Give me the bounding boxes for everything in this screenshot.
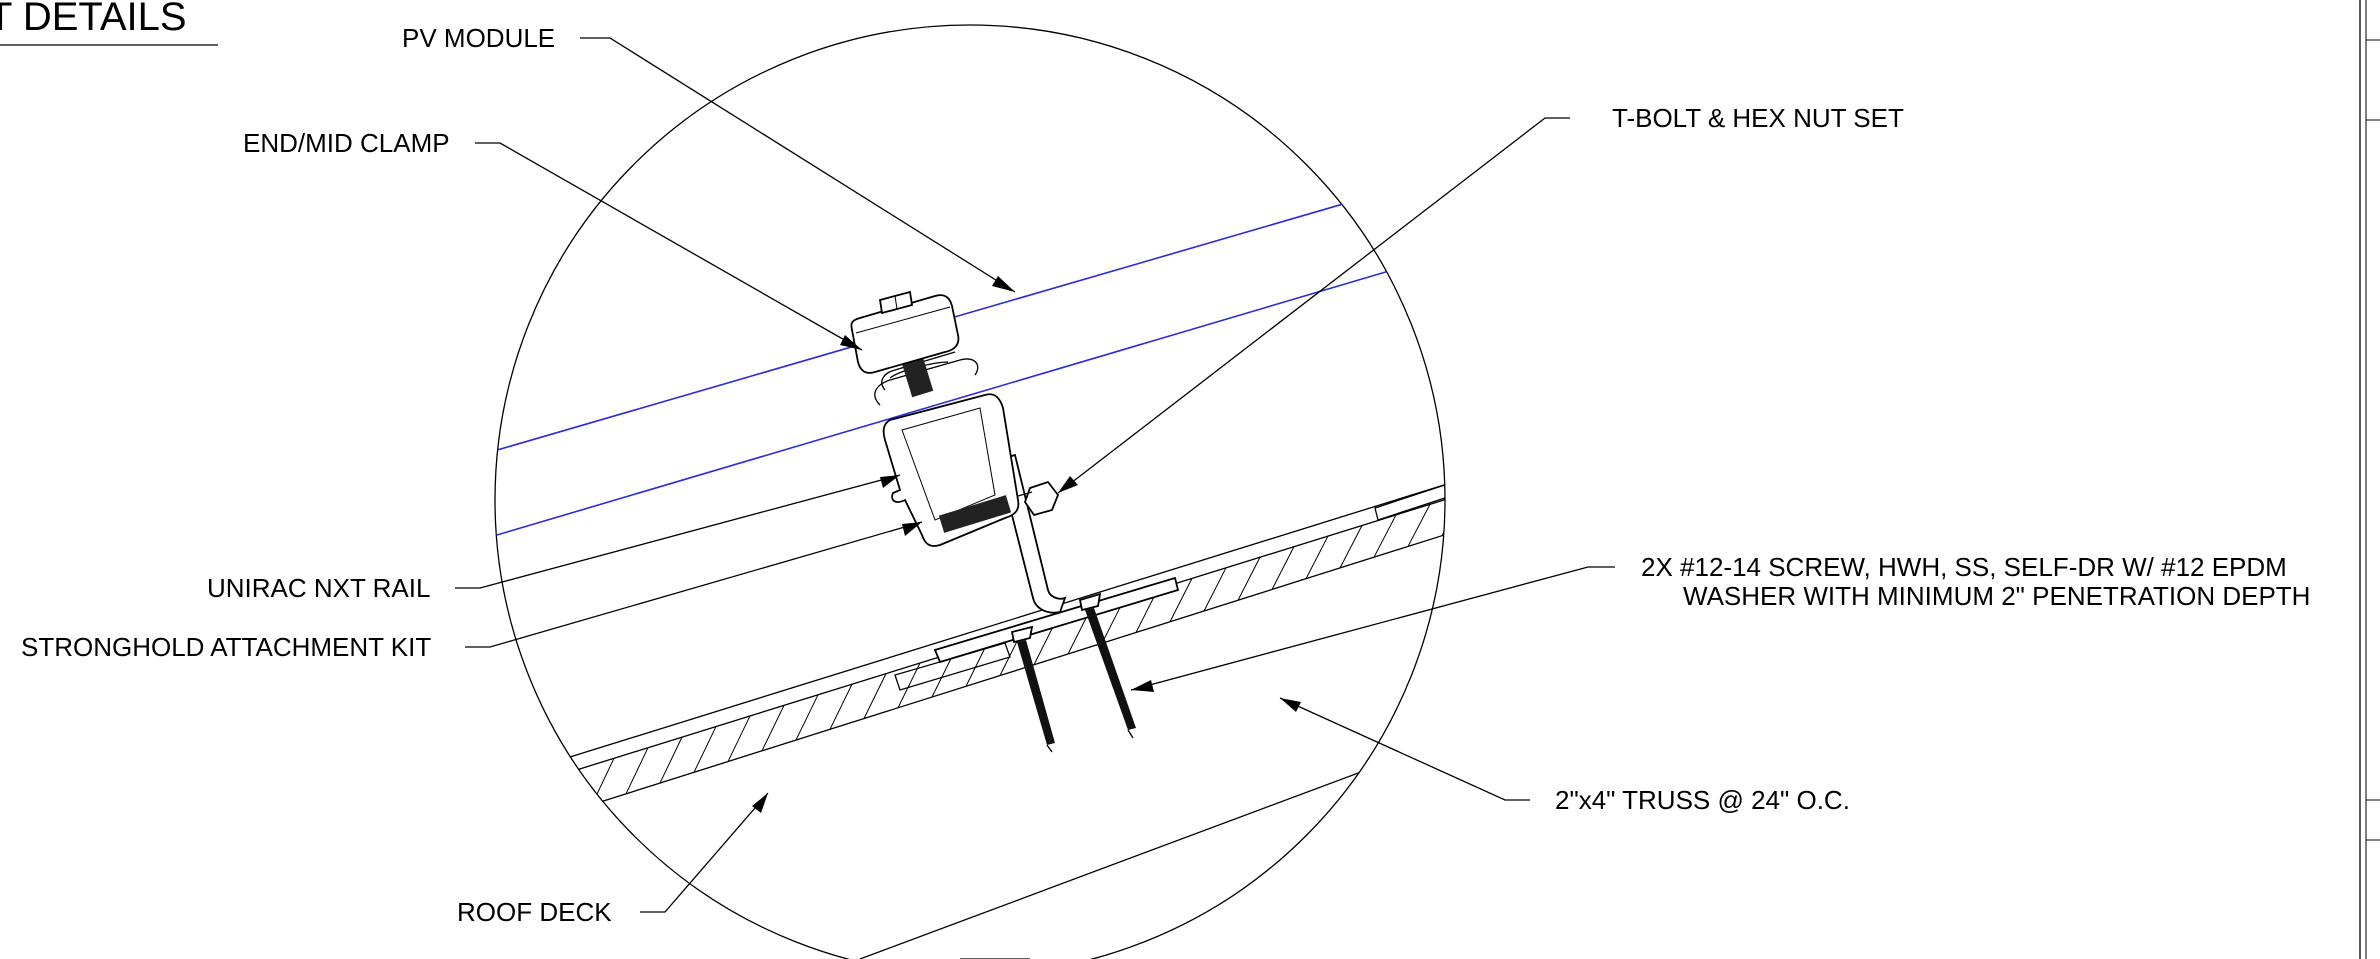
deck-hatch-stroke (591, 758, 615, 805)
pv-module-bottom-edge (495, 249, 1445, 541)
roof-deck (495, 479, 1445, 841)
deck-hatch-stroke (1407, 504, 1431, 547)
label-screw-line2: WASHER WITH MINIMUM 2" PENETRATION DEPTH (1683, 581, 2310, 611)
label-screw-line1: 2X #12-14 SCREW, HWH, SS, SELF-DR W/ #12… (1641, 552, 2287, 582)
label-t-bolt: T-BOLT & HEX NUT SET (1612, 103, 1904, 133)
deck-hatch-stroke (1373, 514, 1397, 558)
deck-hatch-stroke (1169, 578, 1193, 622)
sheet-border (2359, 0, 2380, 959)
deck-hatch-stroke (495, 789, 513, 838)
deck-hatch-stroke (829, 684, 853, 730)
label-roof-deck: ROOF DECK (457, 897, 612, 927)
t-bolt-thread (938, 495, 1012, 533)
detail-title: T DETAILS (0, 0, 187, 39)
deck-hatch-stroke (795, 694, 819, 741)
deck-hatch-stroke (727, 715, 751, 762)
label-pv-module: PV MODULE (402, 23, 555, 53)
pv-module-top-edge (495, 169, 1445, 456)
deck-hatch-stroke (761, 705, 785, 752)
deck-hatch-stroke (863, 673, 887, 719)
deck-hatch-stroke (897, 662, 921, 708)
shingle-edge-right (1374, 479, 1445, 521)
hex-nut (1023, 480, 1060, 517)
end-mid-clamp-cap (850, 294, 960, 374)
deck-hatch-stroke (659, 736, 683, 784)
deck-hatch-stroke (931, 652, 955, 698)
deck-hatch-stroke (1237, 557, 1261, 601)
truss-line (859, 734, 1445, 959)
deck-hatch-stroke (625, 747, 649, 795)
label-truss: 2"x4" TRUSS @ 24" O.C. (1555, 785, 1850, 815)
deck-screws (1010, 592, 1136, 753)
deck-hatch-stroke (1339, 525, 1363, 569)
label-unirac-rail: UNIRAC NXT RAIL (207, 573, 430, 603)
leader-lines (455, 37, 1615, 913)
mounting-assembly (850, 290, 1180, 753)
deck-hatch-stroke (1203, 567, 1227, 612)
deck-hatch-stroke (523, 779, 547, 827)
deck-hatch-stroke (1305, 535, 1329, 579)
detail-content (495, 169, 1445, 959)
deck-hatch-stroke (557, 768, 581, 816)
label-stronghold-kit: STRONGHOLD ATTACHMENT KIT (21, 632, 431, 662)
label-end-mid-clamp: END/MID CLAMP (243, 128, 450, 158)
attachment-base-plate (933, 576, 1180, 664)
deck-hatch-stroke (1271, 546, 1295, 590)
deck-hatch-stroke (693, 726, 717, 773)
